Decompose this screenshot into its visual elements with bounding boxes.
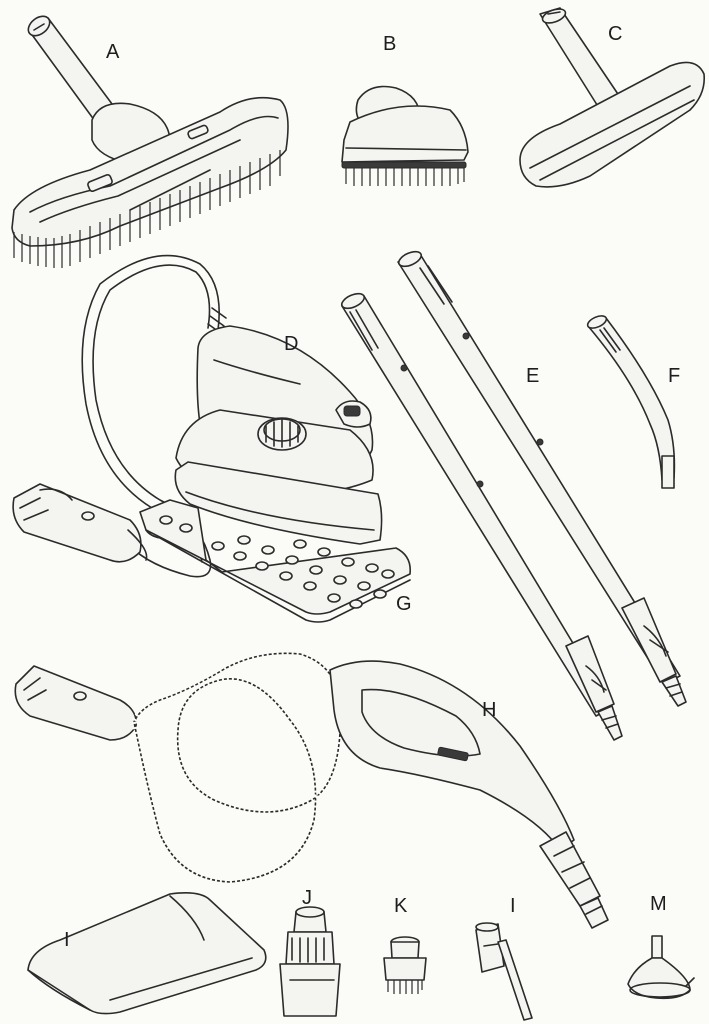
window-nozzle-c xyxy=(519,7,706,188)
label-i-right: I xyxy=(510,895,516,917)
iron-plug-connector xyxy=(12,483,148,563)
label-a: A xyxy=(106,41,120,63)
steam-iron-d xyxy=(81,254,383,578)
steam-hose-h xyxy=(14,650,609,929)
label-c: C xyxy=(608,23,622,45)
floor-nozzle-a xyxy=(11,15,289,268)
label-h: H xyxy=(482,699,496,721)
window-cloth-i xyxy=(27,892,267,1015)
triangle-brush-b xyxy=(341,85,469,186)
label-m: M xyxy=(650,893,667,915)
nozzle-a-bristles xyxy=(13,150,281,268)
funnel-m xyxy=(627,935,695,1000)
label-g: G xyxy=(396,593,412,615)
label-d: D xyxy=(284,333,298,355)
angled-nozzle-f xyxy=(586,315,676,489)
cleaning-tool-i xyxy=(475,922,533,1021)
mat-holes xyxy=(159,515,395,609)
label-j: J xyxy=(302,887,312,909)
round-brush-k xyxy=(383,936,427,994)
extension-tube-e-right xyxy=(397,250,687,707)
label-b: B xyxy=(383,33,396,55)
label-e: E xyxy=(526,365,539,387)
label-k: K xyxy=(394,895,408,917)
extension-tube-e-left xyxy=(340,292,623,741)
corrugated-hose xyxy=(131,650,344,886)
label-i-left: I xyxy=(64,929,70,951)
label-f: F xyxy=(668,365,680,387)
brush-scraper-j xyxy=(279,906,341,1017)
ironing-mat-g xyxy=(139,499,412,623)
